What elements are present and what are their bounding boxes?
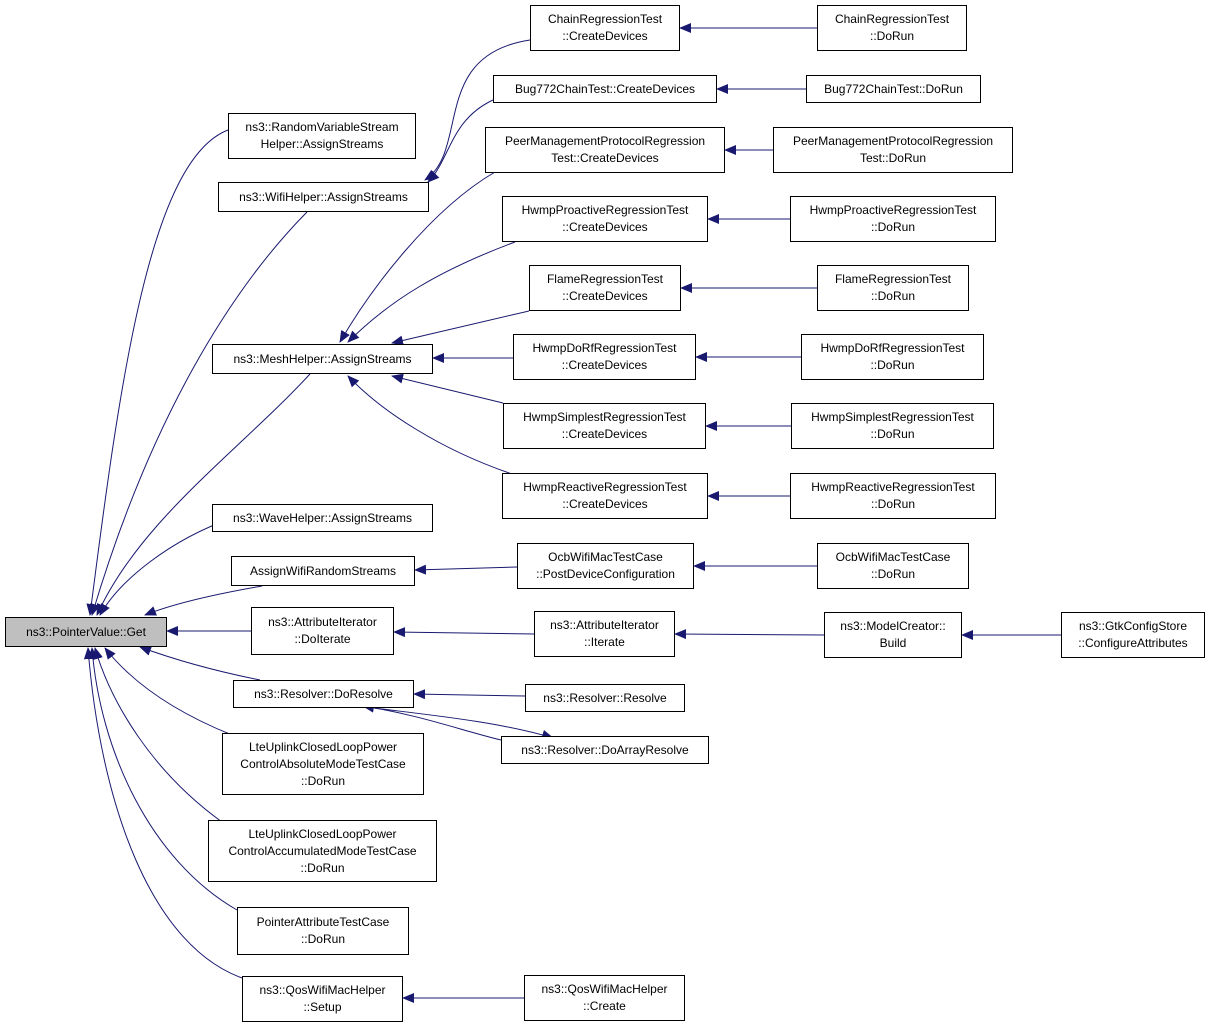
edge-rvsh-to-root: [86, 129, 229, 616]
edge-peerCD-to-meshH: [339, 171, 496, 343]
edge-resDo-to-root: [139, 646, 261, 681]
node-ptrTest[interactable]: PointerAttributeTestCase ::DoRun: [237, 907, 409, 955]
node-chainCD[interactable]: ChainRegressionTest ::CreateDevices: [530, 5, 680, 51]
edge-hproCD-to-meshH: [347, 241, 516, 343]
edge-flameCD-to-meshH: [391, 310, 530, 346]
node-resRes[interactable]: ns3::Resolver::Resolve: [525, 684, 685, 712]
node-lteAcc[interactable]: LteUplinkClosedLoopPower ControlAccumula…: [208, 820, 437, 882]
node-hproCD[interactable]: HwmpProactiveRegressionTest ::CreateDevi…: [502, 196, 708, 242]
node-attrIt[interactable]: ns3::AttributeIterator ::DoIterate: [251, 607, 394, 655]
node-resDo[interactable]: ns3::Resolver::DoResolve: [233, 680, 414, 708]
node-mcBuild[interactable]: ns3::ModelCreator:: Build: [824, 612, 962, 658]
node-qosCreate[interactable]: ns3::QosWifiMacHelper ::Create: [524, 975, 685, 1021]
edge-resDo-to-resArr: [373, 707, 554, 740]
node-waveH[interactable]: ns3::WaveHelper::AssignStreams: [212, 504, 433, 532]
node-hreacCD[interactable]: HwmpReactiveRegressionTest ::CreateDevic…: [502, 473, 708, 519]
node-hproRun[interactable]: HwmpProactiveRegressionTest ::DoRun: [790, 196, 996, 242]
node-ocbPDC[interactable]: OcbWifiMacTestCase ::PostDeviceConfigura…: [517, 543, 694, 589]
edge-waveH-to-root: [99, 517, 233, 616]
node-qosSetup[interactable]: ns3::QosWifiMacHelper ::Setup: [242, 976, 403, 1022]
edge-meshH-to-root: [96, 373, 311, 616]
edge-awrs-to-root: [144, 585, 263, 616]
node-ocbRun[interactable]: OcbWifiMacTestCase ::DoRun: [817, 543, 969, 589]
node-lteAbs[interactable]: LteUplinkClosedLoopPower ControlAbsolute…: [222, 733, 424, 795]
node-hdorfCD[interactable]: HwmpDoRfRegressionTest ::CreateDevices: [513, 334, 696, 380]
edge-hsimpCD-to-meshH: [391, 373, 504, 404]
edge-hreacCD-to-meshH: [347, 375, 516, 476]
edge-lteAbs-to-root: [104, 647, 233, 736]
node-hreacRun[interactable]: HwmpReactiveRegressionTest ::DoRun: [790, 473, 996, 519]
edge-qosSetup-to-root: [83, 647, 249, 981]
node-awrs[interactable]: AssignWifiRandomStreams: [231, 556, 415, 586]
edge-ptrTest-to-root: [87, 647, 238, 911]
edge-mcBuild-to-attrIter: [674, 629, 825, 640]
node-bugRun[interactable]: Bug772ChainTest::DoRun: [806, 75, 981, 103]
node-hsimpRun[interactable]: HwmpSimplestRegressionTest ::DoRun: [791, 403, 994, 449]
edge-ocbPDC-to-awrs: [414, 564, 518, 575]
node-chainRun[interactable]: ChainRegressionTest ::DoRun: [817, 5, 967, 51]
node-rvsh[interactable]: ns3::RandomVariableStream Helper::Assign…: [228, 113, 416, 159]
edge-resRes-to-resDo: [413, 689, 526, 700]
node-bugCD[interactable]: Bug772ChainTest::CreateDevices: [493, 75, 717, 103]
node-flameCD[interactable]: FlameRegressionTest ::CreateDevices: [529, 265, 681, 311]
node-attrIter[interactable]: ns3::AttributeIterator ::Iterate: [534, 611, 675, 657]
edge-bugCD-to-wifiH: [427, 99, 494, 183]
node-peerCD[interactable]: PeerManagementProtocolRegression Test::C…: [485, 127, 725, 173]
node-peerRun[interactable]: PeerManagementProtocolRegression Test::D…: [773, 127, 1013, 173]
edge-attrIter-to-attrIt: [393, 627, 535, 638]
node-flameRun[interactable]: FlameRegressionTest ::DoRun: [817, 265, 969, 311]
node-hdorfRun[interactable]: HwmpDoRfRegressionTest ::DoRun: [801, 334, 984, 380]
node-root: ns3::PointerValue::Get: [5, 617, 167, 647]
edge-chainCD-to-wifiH: [424, 39, 531, 181]
edge-lteAcc-to-root: [93, 647, 223, 823]
node-hsimpCD[interactable]: HwmpSimplestRegressionTest ::CreateDevic…: [503, 403, 706, 449]
node-resArr[interactable]: ns3::Resolver::DoArrayResolve: [501, 736, 709, 764]
edge-wifiH-to-root: [90, 211, 308, 616]
node-wifiH[interactable]: ns3::WifiHelper::AssignStreams: [218, 182, 429, 212]
node-meshH[interactable]: ns3::MeshHelper::AssignStreams: [212, 344, 433, 374]
node-gtk[interactable]: ns3::GtkConfigStore ::ConfigureAttribute…: [1061, 612, 1205, 658]
